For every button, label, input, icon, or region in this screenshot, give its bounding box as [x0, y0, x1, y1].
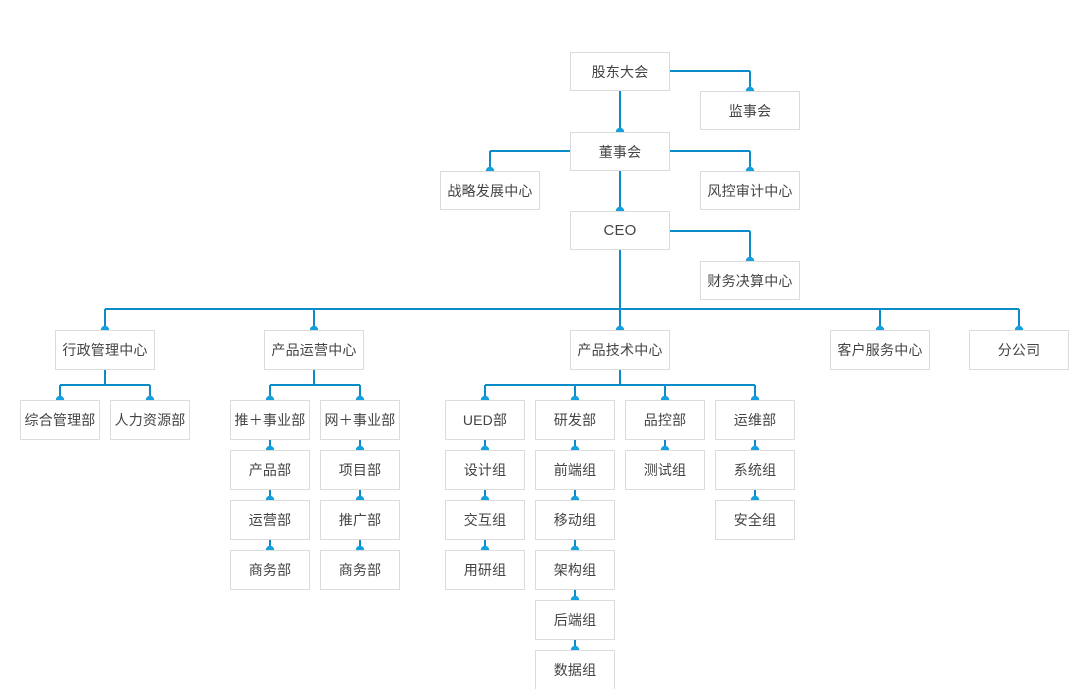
org-node-label: 用研组 [463, 562, 507, 578]
org-node-n51[interactable]: 分公司 [969, 330, 1069, 370]
org-node-n42[interactable]: 测试组 [625, 450, 705, 490]
org-node-label: 股东大会 [591, 63, 649, 80]
org-node-label: 后端组 [553, 612, 597, 628]
org-node-label: 前端组 [553, 462, 597, 478]
org-node-label: 监事会 [728, 102, 772, 119]
org-node-label: 产品部 [248, 462, 292, 478]
org-node-n24[interactable]: 商务部 [230, 550, 310, 590]
org-node-n30[interactable]: 产品技术中心 [570, 330, 670, 370]
org-node-label: 测试组 [643, 462, 687, 478]
org-node-label: 推广部 [338, 512, 382, 528]
org-node-label: 产品技术中心 [577, 342, 663, 358]
org-node-n33[interactable]: 交互组 [445, 500, 525, 540]
org-node-n40[interactable]: 数据组 [535, 650, 615, 689]
org-node-n28[interactable]: 商务部 [320, 550, 400, 590]
org-node-label: 商务部 [248, 562, 292, 578]
org-node-label: 董事会 [598, 143, 642, 160]
org-node-n36[interactable]: 前端组 [535, 450, 615, 490]
org-node-label: 项目部 [338, 462, 382, 478]
org-node-label: 品控部 [643, 412, 687, 428]
org-node-label: 商务部 [338, 562, 382, 578]
org-node-n45[interactable]: 安全组 [715, 500, 795, 540]
org-node-n25[interactable]: 网＋事业部 [320, 400, 400, 440]
org-node-label: 设计组 [463, 462, 507, 478]
org-node-n22[interactable]: 产品部 [230, 450, 310, 490]
org-node-n43[interactable]: 运维部 [715, 400, 795, 440]
org-node-n34[interactable]: 用研组 [445, 550, 525, 590]
org-node-n05[interactable]: 风控审计中心 [700, 171, 800, 210]
org-node-label: 数据组 [553, 662, 597, 678]
org-node-n32[interactable]: 设计组 [445, 450, 525, 490]
org-node-n31[interactable]: UED部 [445, 400, 525, 440]
org-node-label: 系统组 [733, 462, 777, 478]
org-node-n10[interactable]: 行政管理中心 [55, 330, 155, 370]
org-node-label: 战略发展中心 [447, 182, 533, 199]
org-node-n27[interactable]: 推广部 [320, 500, 400, 540]
org-node-n23[interactable]: 运营部 [230, 500, 310, 540]
org-node-n39[interactable]: 后端组 [535, 600, 615, 640]
org-node-label: 运维部 [733, 412, 777, 428]
org-node-n03[interactable]: 董事会 [570, 132, 670, 171]
org-node-label: 综合管理部 [24, 412, 96, 428]
org-node-label: 架构组 [553, 562, 597, 578]
org-node-label: 财务决算中心 [707, 272, 793, 289]
org-node-label: 客户服务中心 [837, 342, 923, 358]
org-node-label: 移动组 [553, 512, 597, 528]
org-node-n21[interactable]: 推＋事业部 [230, 400, 310, 440]
org-node-label: 风控审计中心 [707, 182, 793, 199]
org-node-n38[interactable]: 架构组 [535, 550, 615, 590]
org-node-n26[interactable]: 项目部 [320, 450, 400, 490]
org-node-n04[interactable]: 战略发展中心 [440, 171, 540, 210]
org-node-n12[interactable]: 人力资源部 [110, 400, 190, 440]
org-node-n35[interactable]: 研发部 [535, 400, 615, 440]
org-node-label: 人力资源部 [114, 412, 186, 428]
org-node-label: 运营部 [248, 512, 292, 528]
org-node-label: 推＋事业部 [234, 412, 306, 428]
org-node-label: 网＋事业部 [324, 412, 396, 428]
org-node-n01[interactable]: 股东大会 [570, 52, 670, 91]
org-node-n44[interactable]: 系统组 [715, 450, 795, 490]
org-node-label: 产品运营中心 [271, 342, 357, 358]
org-node-n37[interactable]: 移动组 [535, 500, 615, 540]
org-node-label: 行政管理中心 [62, 342, 148, 358]
org-node-n20[interactable]: 产品运营中心 [264, 330, 364, 370]
org-node-label: 分公司 [997, 342, 1041, 358]
org-node-label: 安全组 [733, 512, 777, 528]
org-node-n07[interactable]: 财务决算中心 [700, 261, 800, 300]
org-node-n02[interactable]: 监事会 [700, 91, 800, 130]
org-node-label: 研发部 [553, 412, 597, 428]
org-node-n41[interactable]: 品控部 [625, 400, 705, 440]
org-node-n06[interactable]: CEO [570, 211, 670, 250]
org-node-label: CEO [603, 222, 637, 239]
org-node-n50[interactable]: 客户服务中心 [830, 330, 930, 370]
org-node-label: UED部 [462, 412, 508, 428]
org-node-n11[interactable]: 综合管理部 [20, 400, 100, 440]
org-node-label: 交互组 [463, 512, 507, 528]
